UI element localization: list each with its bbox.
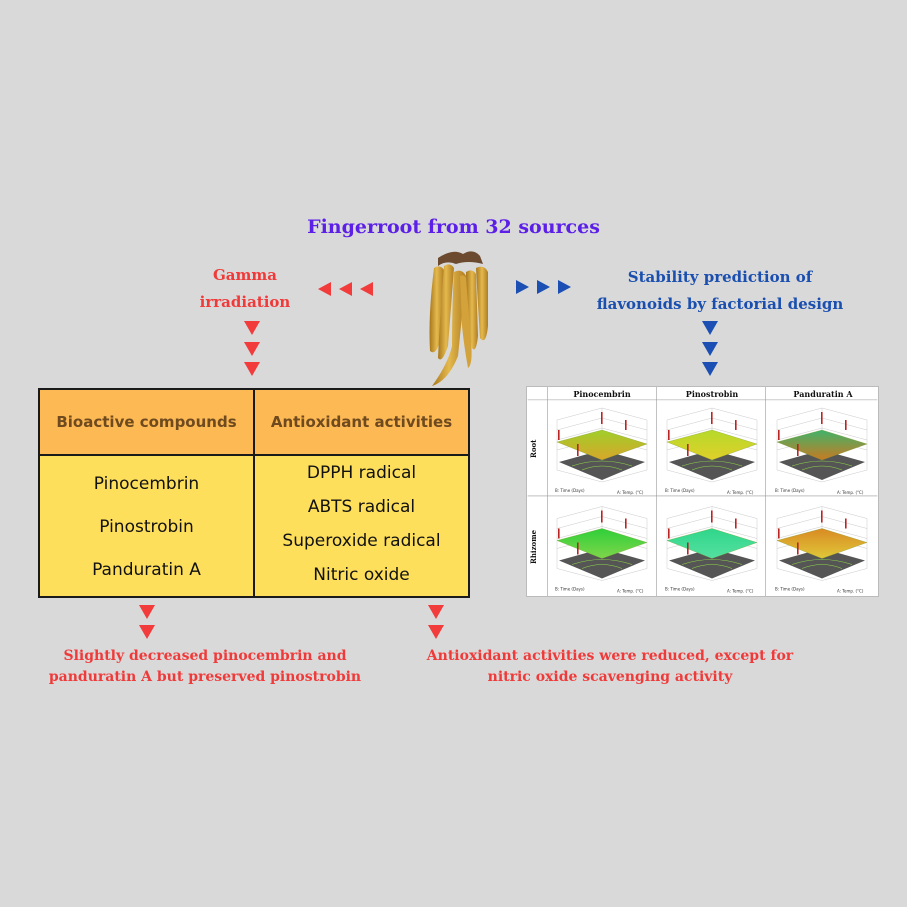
- result-line: nitric oxide scavenging activity: [487, 669, 733, 685]
- arrow-down-icon: [139, 605, 155, 619]
- svg-text:A: Temp. (°C): A: Temp. (°C): [617, 490, 644, 495]
- panel-grid-lines: [527, 387, 878, 596]
- arrow-right-icon: [516, 280, 529, 294]
- svg-text:B: Time (Days): B: Time (Days): [555, 488, 585, 493]
- response-surface-plot: B: Time (Days) A: Temp. (°C): [665, 506, 758, 594]
- arrow-right-icon: [537, 280, 550, 294]
- activity-item: Superoxide radical: [282, 531, 441, 551]
- arrow-down-icon: [244, 342, 260, 356]
- compounds-column: Pinocembrin Pinostrobin Panduratin A: [40, 456, 255, 596]
- svg-text:A: Temp. (°C): A: Temp. (°C): [727, 589, 754, 594]
- arrow-down-icon: [428, 625, 444, 639]
- arrow-down-icon: [702, 342, 718, 356]
- fingerroot-image: [429, 251, 488, 386]
- svg-text:B: Time (Days): B: Time (Days): [775, 587, 805, 592]
- svg-text:B: Time (Days): B: Time (Days): [665, 587, 695, 592]
- column-header-pinostrobin: Pinostrobin: [685, 389, 739, 399]
- result-line: Antioxidant activities were reduced, exc…: [426, 648, 794, 664]
- gamma-label-line1: Gamma: [213, 266, 277, 284]
- response-surface-plot: B: Time (Days) A: Temp. (°C): [555, 407, 648, 495]
- svg-text:A: Temp. (°C): A: Temp. (°C): [727, 490, 754, 495]
- activity-item: Nitric oxide: [313, 565, 410, 585]
- activity-item: ABTS radical: [307, 497, 416, 517]
- arrow-down-icon: [244, 362, 260, 376]
- arrow-down-icon: [702, 362, 718, 376]
- result-line: panduratin A but preserved pinostrobin: [48, 669, 362, 685]
- svg-text:B: Time (Days): B: Time (Days): [775, 488, 805, 493]
- compound-item: Pinocembrin: [93, 473, 200, 494]
- arrow-down-icon: [139, 625, 155, 639]
- activities-column: DPPH radical ABTS radical Superoxide rad…: [255, 456, 468, 596]
- column-header-pinocembrin: Pinocembrin: [573, 389, 631, 399]
- antioxidant-result-text: Antioxidant activities were reduced, exc…: [395, 646, 825, 688]
- gamma-irradiation-label: Gamma irradiation: [180, 262, 310, 316]
- arrow-left-icon: [318, 282, 331, 296]
- arrow-right-icon: [558, 280, 571, 294]
- row-header-rhizome: Rhizome: [529, 529, 538, 565]
- svg-text:B: Time (Days): B: Time (Days): [555, 587, 585, 592]
- svg-text:B: Time (Days): B: Time (Days): [665, 488, 695, 493]
- row-header-root: Root: [529, 439, 538, 458]
- response-surface-plot: B: Time (Days) A: Temp. (°C): [665, 407, 758, 495]
- gamma-result-text: Slightly decreased pinocembrin and pandu…: [20, 646, 390, 688]
- result-line: Slightly decreased pinocembrin and: [63, 648, 347, 664]
- arrow-down-icon: [428, 605, 444, 619]
- header-antioxidant-activities: Antioxidant activities: [255, 390, 468, 456]
- column-header-panduratin-a: Panduratin A: [793, 389, 853, 399]
- compound-item: Panduratin A: [92, 560, 201, 581]
- arrow-down-icon: [702, 321, 718, 335]
- svg-text:A: Temp. (°C): A: Temp. (°C): [617, 589, 644, 594]
- compounds-activities-table: Bioactive compounds Antioxidant activiti…: [38, 388, 470, 598]
- svg-text:A: Temp. (°C): A: Temp. (°C): [837, 589, 864, 594]
- arrow-left-icon: [360, 282, 373, 296]
- diagram-title: Fingerroot from 32 sources: [307, 216, 600, 238]
- response-surface-plot: B: Time (Days) A: Temp. (°C): [775, 506, 868, 594]
- response-surface-plots-panel: Pinocembrin Pinostrobin Panduratin A Roo…: [526, 386, 879, 597]
- response-surface-plot: B: Time (Days) A: Temp. (°C): [555, 506, 648, 594]
- compound-item: Pinostrobin: [99, 516, 194, 537]
- arrow-left-icon: [339, 282, 352, 296]
- header-bioactive-compounds: Bioactive compounds: [40, 390, 255, 456]
- gamma-label-line2: irradiation: [199, 293, 291, 311]
- stability-label-line1: Stability prediction of: [627, 268, 813, 286]
- stability-label-line2: flavonoids by factorial design: [596, 295, 844, 313]
- arrow-down-icon: [244, 321, 260, 335]
- stability-prediction-label: Stability prediction of flavonoids by fa…: [570, 264, 870, 318]
- activity-item: DPPH radical: [306, 463, 417, 483]
- response-surface-plot: B: Time (Days) A: Temp. (°C): [775, 407, 868, 495]
- svg-text:A: Temp. (°C): A: Temp. (°C): [837, 490, 864, 495]
